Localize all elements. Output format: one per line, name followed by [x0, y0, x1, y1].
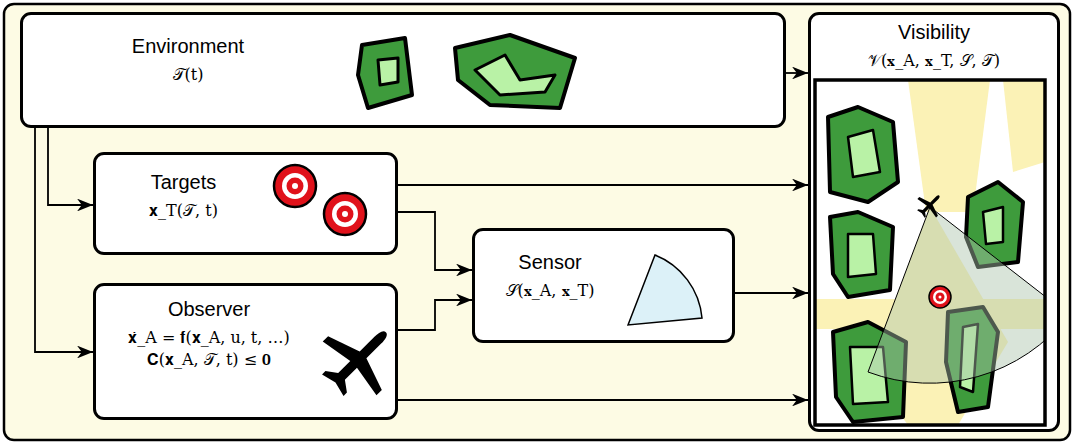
flow-arrow: [398, 300, 472, 330]
text-area: Observer 𝐱̇_A = 𝐟(𝐱_A, u, t, …) 𝐂(𝐱_A, 𝒯, …: [96, 298, 322, 369]
box-heading: Visibility: [898, 21, 970, 44]
environment-box: Environment𝒯(t): [20, 12, 786, 128]
text-area: Targets 𝐱_T(𝒯, t): [96, 171, 271, 220]
text-area: Visibility𝒱(𝐱_A, 𝐱_T, 𝒮, 𝒯): [811, 21, 1057, 70]
visibility-map: [808, 12, 1060, 432]
outer-panel: [4, 4, 1070, 440]
box-formula: 𝐱̇_A = 𝐟(𝐱_A, u, t, …): [128, 328, 289, 347]
box-heading: Targets: [151, 171, 217, 194]
flow-arrow: [35, 128, 93, 352]
box-formula: 𝐱_T(𝒯, t): [149, 201, 218, 220]
box-formula: 𝒮(𝐱_A, 𝐱_T): [506, 281, 595, 300]
sensor-box: Sensor𝒮(𝐱_A, 𝐱_T): [472, 228, 735, 343]
box-formula: 𝒯(t): [173, 65, 204, 84]
text-area: Sensor𝒮(𝐱_A, 𝐱_T): [475, 251, 625, 300]
targets-box: Targets 𝐱_T(𝒯, t): [93, 152, 398, 255]
flow-arrow: [786, 72, 808, 74]
visibility-box: Visibility𝒱(𝐱_A, 𝐱_T, 𝒮, 𝒯): [808, 12, 1060, 432]
box-formula: 𝒱(𝐱_A, 𝐱_T, 𝒮, 𝒯): [868, 51, 1000, 70]
obstacle-illustration: [20, 12, 786, 128]
flow-arrow: [398, 184, 808, 186]
flow-arrow: [48, 128, 93, 205]
box-heading: Sensor: [518, 251, 581, 274]
box-heading: Environment: [132, 35, 244, 58]
target-icons: [93, 152, 398, 255]
box-heading: Observer: [168, 298, 250, 321]
flow-arrow: [398, 212, 472, 270]
flow-arrow: [398, 399, 808, 401]
text-area: Environment𝒯(t): [23, 35, 353, 84]
observer-box: Observer 𝐱̇_A = 𝐟(𝐱_A, u, t, …) 𝐂(𝐱_A, 𝒯, …: [93, 283, 398, 420]
box-formula: 𝐂(𝐱_A, 𝒯, t) ≤ 𝟎: [147, 350, 271, 369]
flow-arrow: [735, 292, 808, 294]
